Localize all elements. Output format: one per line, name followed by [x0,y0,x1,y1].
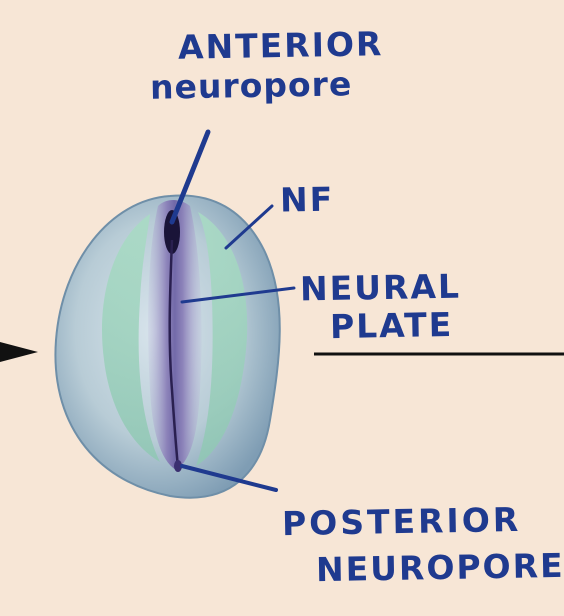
neural-groove [168,239,180,469]
arrow-head-icon [0,342,38,362]
neural-fold-left [101,214,160,462]
label-plate: PLATE [329,304,454,347]
neural-plate-pointer [180,286,296,304]
label-nf: NF [279,179,335,220]
neural-plate [148,200,202,470]
label-anterior-neuropore: neuropore [149,64,353,107]
anterior-neuropore-opening [164,210,180,254]
label-posterior: POSTERIOR [281,499,522,544]
label-anterior: ANTERIOR [177,24,384,67]
posterior-neuropore-opening [174,460,182,472]
label-posterior-neuropore: NEUROPORE [315,545,564,590]
nf-pointer [224,204,274,250]
label-neural: NEURAL [299,266,462,309]
posterior-neuropore-pointer [180,464,278,492]
anterior-neuropore-pointer [169,129,211,225]
neural-fold-right [196,212,248,466]
